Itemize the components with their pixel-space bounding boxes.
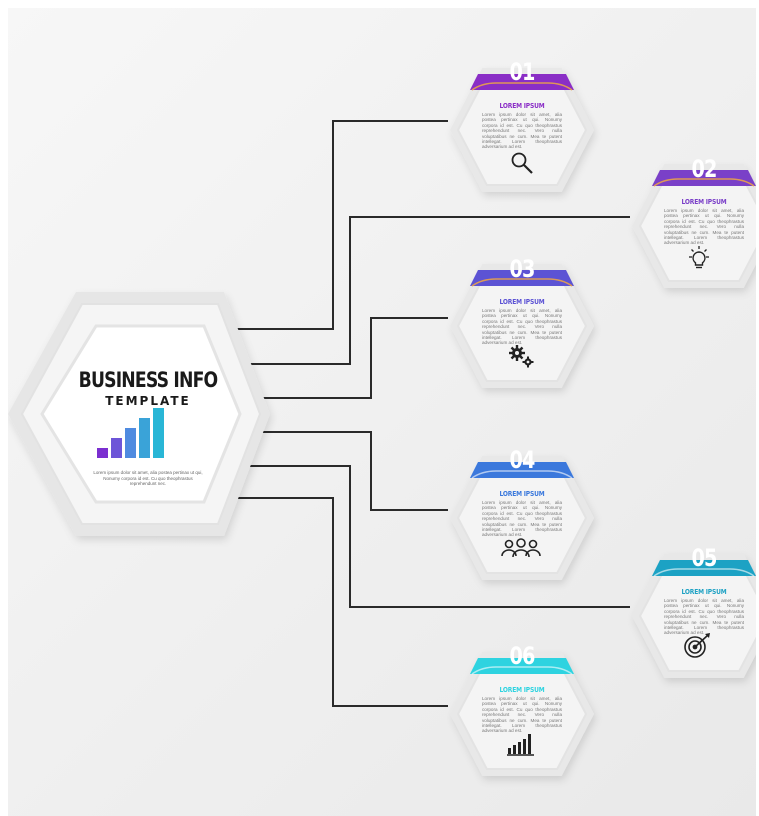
node-body-02: Lorem ipsum dolor sit amet, alia postea … xyxy=(664,208,744,246)
node-body-01: Lorem ipsum dolor sit amet, alia postea … xyxy=(482,112,562,150)
node-number-05: 05 xyxy=(691,544,717,572)
node-cap-02 xyxy=(652,170,756,186)
node-cap-01 xyxy=(470,74,574,90)
connector-02 xyxy=(244,216,630,365)
connector-05 xyxy=(244,465,630,608)
node-number-03: 03 xyxy=(509,255,535,283)
infographic-canvas: BUSINESS INFO TEMPLATE Lorem ipsum dolor… xyxy=(8,8,756,816)
node-hexagon-02 xyxy=(632,164,756,288)
connector-04 xyxy=(260,431,448,511)
node-number-04: 04 xyxy=(509,446,535,474)
people-icon xyxy=(501,538,541,558)
node-number-02: 02 xyxy=(691,155,717,183)
center-bar-chart-icon xyxy=(97,408,164,458)
gears-icon xyxy=(509,345,534,368)
bar-5 xyxy=(153,408,164,458)
node-heading-01: LOREM IPSUM xyxy=(499,102,545,110)
node-cap-accent-02 xyxy=(653,178,755,187)
node-heading-05: LOREM IPSUM xyxy=(681,588,727,596)
connector-lines xyxy=(226,120,630,707)
connector-03 xyxy=(260,317,448,399)
bar-1 xyxy=(97,448,108,458)
diagram-graphics xyxy=(8,68,756,776)
node-cap-accent-05 xyxy=(653,568,755,577)
target-icon xyxy=(684,633,710,658)
node-number-06: 06 xyxy=(509,642,535,670)
node-cap-accent-06 xyxy=(471,666,573,675)
node-body-04: Lorem ipsum dolor sit amet, alia postea … xyxy=(482,500,562,538)
node-heading-06: LOREM IPSUM xyxy=(499,686,545,694)
node-body-03: Lorem ipsum dolor sit amet, alia postea … xyxy=(482,308,562,346)
bar-chart-icon xyxy=(507,734,534,756)
node-hexagon-01 xyxy=(450,68,594,192)
bar-2 xyxy=(111,438,122,458)
bar-4 xyxy=(139,418,150,458)
center-subtitle: TEMPLATE xyxy=(105,394,191,408)
node-cap-04 xyxy=(470,462,574,478)
node-number-01: 01 xyxy=(509,58,535,86)
node-cap-accent-04 xyxy=(471,470,573,479)
node-cap-03 xyxy=(470,270,574,286)
node-heading-02: LOREM IPSUM xyxy=(681,198,727,206)
node-hexagon-03 xyxy=(450,264,594,388)
bar-3 xyxy=(125,428,136,458)
node-cap-accent-01 xyxy=(471,82,573,91)
node-hexagon-06 xyxy=(450,652,594,776)
center-hexagon xyxy=(8,292,270,536)
node-heading-03: LOREM IPSUM xyxy=(499,298,545,306)
node-body-06: Lorem ipsum dolor sit amet, alia postea … xyxy=(482,696,562,734)
node-cap-05 xyxy=(652,560,756,576)
node-heading-04: LOREM IPSUM xyxy=(499,490,545,498)
lightbulb-icon xyxy=(689,246,709,269)
node-cap-accent-03 xyxy=(471,278,573,287)
node-cap-06 xyxy=(470,658,574,674)
center-description: Lorem ipsum dolor sit amet, alia postea … xyxy=(93,470,203,486)
node-hexagon-04 xyxy=(450,456,594,580)
node-body-05: Lorem ipsum dolor sit amet, alia postea … xyxy=(664,598,744,636)
node-hexagon-05 xyxy=(632,554,756,678)
connector-01 xyxy=(226,120,448,330)
center-title: BUSINESS INFO xyxy=(78,368,219,392)
magnifier-icon xyxy=(511,152,533,174)
connector-06 xyxy=(226,497,448,707)
